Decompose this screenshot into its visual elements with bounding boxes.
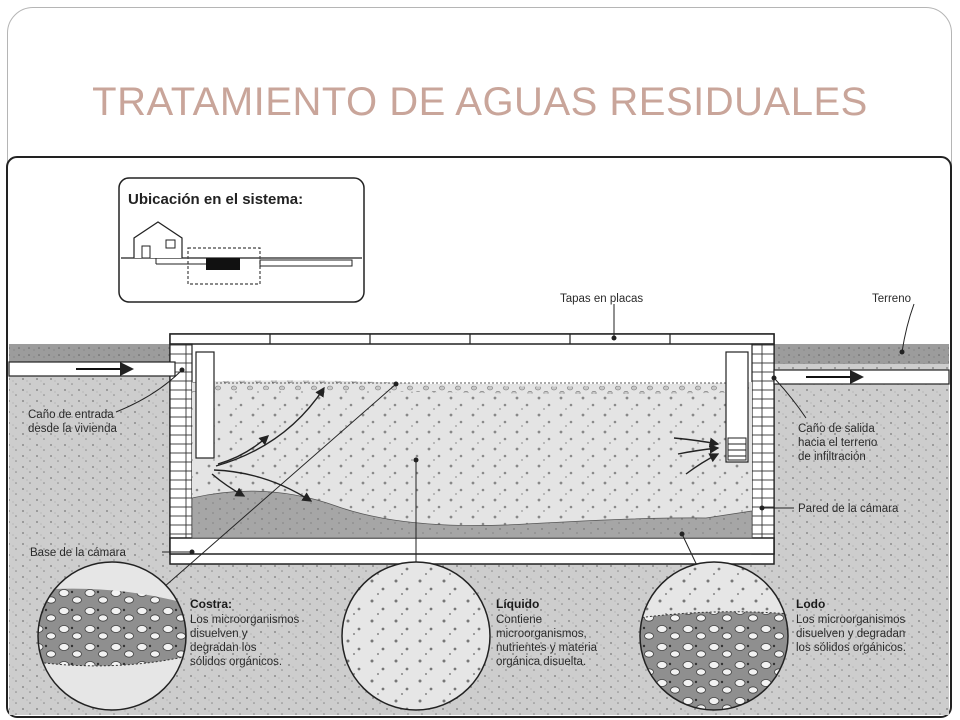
zone-liquido-title: Líquido <box>496 597 539 611</box>
outlet-tee <box>725 351 749 463</box>
label-salida-2: hacia el terreno <box>798 437 877 449</box>
label-tapas: Tapas en placas <box>560 293 643 305</box>
zone-costra: Costra: Los microorganismos disuelven y … <box>190 597 300 668</box>
label-entrada-1: Caño de entrada <box>28 409 114 421</box>
inset-title: Ubicación en el sistema: <box>128 191 303 208</box>
septic-tank-diagram: Ubicación en el sistema: <box>6 156 952 718</box>
zone-liquido-line: microorganismos, <box>496 628 587 640</box>
crust-zone <box>192 380 752 394</box>
label-base: Base de la cámara <box>30 547 126 559</box>
label-entrada-2: desde la vivienda <box>28 423 117 435</box>
ground-right <box>774 344 949 364</box>
zone-liquido: Líquido Contiene microorganismos, nutrie… <box>496 597 598 668</box>
liquid-detail-circle <box>341 561 491 711</box>
zone-lodo-line: Los microorganismos <box>796 614 906 626</box>
zone-costra-line: sólidos orgánicos. <box>190 656 282 668</box>
zone-lodo-line: los sólidos orgánicos. <box>796 642 906 654</box>
zone-costra-title: Costra: <box>190 597 232 611</box>
sludge-detail-circle <box>639 561 789 711</box>
ground-left <box>9 344 173 362</box>
label-salida-3: de infiltración <box>798 451 866 463</box>
zone-costra-line: Los microorganismos <box>190 614 300 626</box>
zone-lodo: Lodo Los microorganismos disuelven y deg… <box>796 597 906 654</box>
tank-base <box>169 537 775 555</box>
house-icon <box>133 221 183 258</box>
wall-right <box>751 343 775 555</box>
slide-title: TRATAMIENTO DE AGUAS RESIDUALES <box>92 80 868 124</box>
label-pared: Pared de la cámara <box>798 503 899 515</box>
label-terreno: Terreno <box>872 293 911 305</box>
crust-detail-circle <box>37 561 187 711</box>
location-inset <box>118 177 365 303</box>
zone-costra-line: degradan los <box>190 642 257 654</box>
zone-liquido-line: nutrientes y materia <box>496 642 598 654</box>
cover-plates <box>169 333 775 345</box>
inlet-tee <box>195 351 215 459</box>
label-salida-1: Caño de salida <box>798 423 875 435</box>
zone-lodo-title: Lodo <box>796 597 825 611</box>
zone-liquido-line: orgánica disuelta. <box>496 656 586 668</box>
zone-costra-line: disuelven y <box>190 628 248 640</box>
liquid-zone <box>192 384 752 538</box>
sludge-zone <box>191 490 753 539</box>
zone-liquido-line: Contiene <box>496 614 542 626</box>
zone-lodo-line: disuelven y degradan <box>796 628 905 640</box>
